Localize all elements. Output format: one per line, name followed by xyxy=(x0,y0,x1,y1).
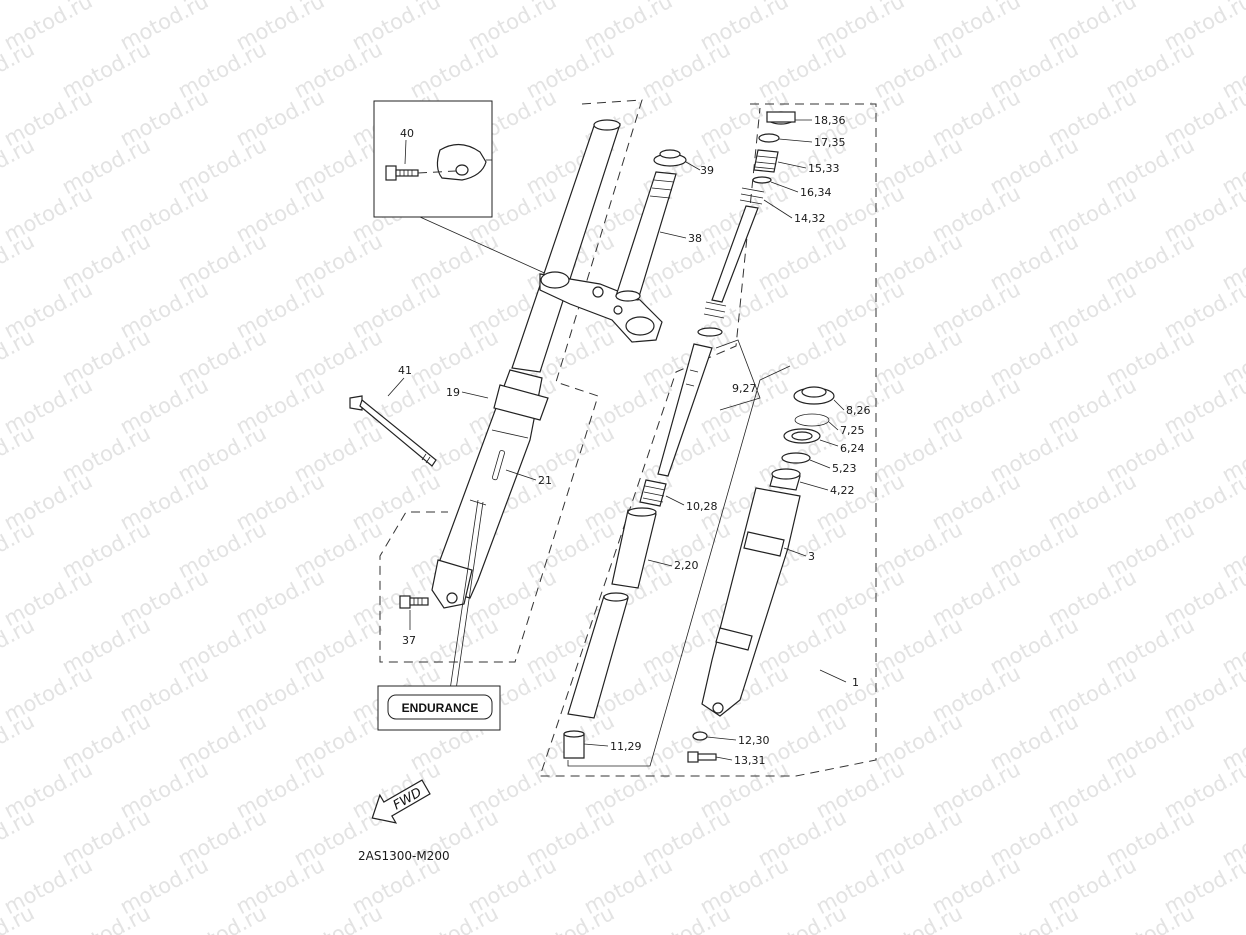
callout-labels: 40 41 19 21 37 39 38 18,36 17,35 15,33 1… xyxy=(398,114,871,767)
inset-clamp-detail xyxy=(373,100,493,218)
callout-9-27: 9,27 xyxy=(732,382,757,395)
callout-15-33: 15,33 xyxy=(808,162,840,175)
callout-14-32: 14,32 xyxy=(794,212,826,225)
callout-41: 41 xyxy=(398,364,412,377)
callout-21: 21 xyxy=(538,474,552,487)
callout-10-28: 10,28 xyxy=(686,500,718,513)
callout-5-23: 5,23 xyxy=(832,462,857,475)
callout-2-20: 2,20 xyxy=(674,559,699,572)
callout-40: 40 xyxy=(400,127,414,140)
callout-leaders xyxy=(387,119,847,761)
callout-39: 39 xyxy=(700,164,714,177)
callout-17-35: 17,35 xyxy=(814,136,846,149)
endurance-badge: ENDURANCE xyxy=(377,685,501,731)
callout-6-24: 6,24 xyxy=(840,442,865,455)
callout-16-34: 16,34 xyxy=(800,186,832,199)
fwd-arrow: FWD xyxy=(371,779,431,824)
cap-39 xyxy=(653,149,701,171)
endurance-label: ENDURANCE xyxy=(402,701,479,715)
callout-19: 19 xyxy=(446,386,460,399)
callout-18-36: 18,36 xyxy=(814,114,846,127)
callout-4-22: 4,22 xyxy=(830,484,855,497)
outer-tube-assembly xyxy=(687,386,835,763)
callout-3: 3 xyxy=(808,550,815,563)
callout-12-30: 12,30 xyxy=(738,734,770,747)
axle-41 xyxy=(349,395,437,467)
diagram-code: 2AS1300-M200 xyxy=(358,849,450,863)
tube-38 xyxy=(615,171,687,302)
triple-clamp xyxy=(539,271,663,343)
bolt-37 xyxy=(399,595,429,609)
callout-8-26: 8,26 xyxy=(846,404,871,417)
callout-11-29: 11,29 xyxy=(610,740,642,753)
callout-38: 38 xyxy=(688,232,702,245)
damper-assembly xyxy=(539,103,877,777)
callout-37: 37 xyxy=(402,634,416,647)
callout-1: 1 xyxy=(852,676,859,689)
callout-13-31: 13,31 xyxy=(734,754,766,767)
callout-7-25: 7,25 xyxy=(840,424,865,437)
left-fork-assembly xyxy=(349,99,643,691)
